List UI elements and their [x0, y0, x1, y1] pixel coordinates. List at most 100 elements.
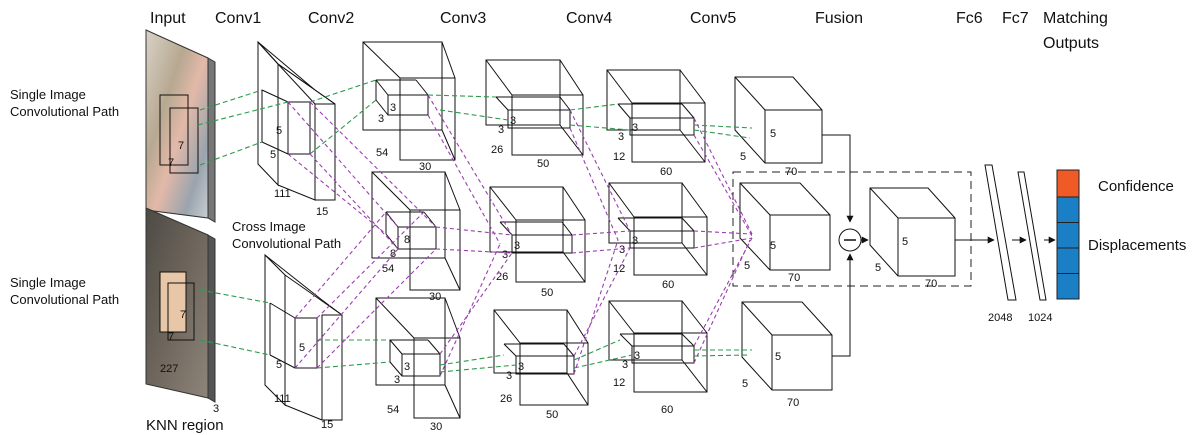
conv2-top-depth: 30: [419, 161, 431, 173]
conv3-top-block: [485, 59, 584, 156]
input-image-bottom: [145, 207, 216, 403]
conv2-top-block: [362, 41, 456, 161]
conv4-bottom-kernel: 3: [634, 350, 640, 362]
conv3-cross-kernel-2: 3: [502, 249, 508, 261]
single-path-connections: [197, 79, 753, 373]
fc6-layer: [984, 164, 1017, 301]
conv4-bottom-width: 12: [613, 377, 625, 389]
fusion-depth: 70: [925, 278, 937, 290]
conv5-bottom-depth: 70: [787, 397, 799, 409]
header-matching: Matching: [1043, 10, 1108, 27]
conv2-bottom-block: [375, 297, 461, 419]
header-fc7: Fc7: [1002, 10, 1029, 27]
conv1-top-depth: 15: [316, 206, 328, 218]
displacement-cell: [1056, 196, 1080, 223]
header-input: Input: [150, 10, 186, 27]
displacement-cell: [1056, 247, 1080, 274]
conv4-top-kernel-2: 3: [618, 131, 624, 143]
conv3-cross-width: 26: [496, 271, 508, 283]
confidence-cell: [1056, 169, 1080, 198]
minus-circle-icon: [838, 228, 862, 252]
conv4-cross-kernel-2: 3: [619, 244, 625, 256]
header-conv5: Conv5: [690, 10, 736, 27]
fusion-input-top-arrow: [822, 134, 854, 223]
conv3-bottom-depth: 50: [546, 409, 558, 421]
fc7-size: 1024: [1028, 312, 1052, 324]
fusion-input-bottom-arrow: [832, 253, 854, 357]
fusion-kernel-2: 5: [875, 262, 881, 274]
conv2-top-kernel: 3: [390, 102, 396, 114]
conv3-top-kernel: 3: [510, 115, 516, 127]
conv3-bottom-kernel-2: 3: [506, 370, 512, 382]
conv4-cross-kernel: 3: [632, 235, 638, 247]
header-conv1: Conv1: [215, 10, 261, 27]
fusion-kernel: 5: [902, 236, 908, 248]
input-bottom-size: 227: [160, 363, 178, 375]
conv5-bottom-block: [741, 301, 833, 391]
conv5-cross-block: [739, 182, 831, 271]
conv1-bottom-kernel-2: 5: [276, 359, 282, 371]
fusion-block: [869, 187, 956, 277]
conv1-top-width: 111: [274, 188, 291, 200]
conv5-top-block: [734, 76, 823, 164]
conv2-top-kernel-2: 3: [378, 113, 384, 125]
header-conv2: Conv2: [308, 10, 354, 27]
conv4-cross-block: [608, 182, 708, 276]
conv2-cross-kernel: 8: [404, 234, 410, 246]
fc6-size: 2048: [988, 312, 1012, 324]
input-top-kernel: 7: [178, 140, 184, 152]
conv1-bottom-block: [264, 253, 343, 421]
displacements-label: Displacements: [1088, 237, 1186, 254]
knn-region-label: KNN region: [146, 417, 224, 434]
conv5-top-kernel: 5: [770, 128, 776, 140]
conv4-top-block: [606, 69, 706, 163]
conv1-top-kernel-2: 5: [270, 149, 276, 161]
conv2-bottom-kernel: 3: [404, 361, 410, 373]
conv5-cross-kernel: 5: [770, 240, 776, 252]
conv1-top-block: [257, 40, 336, 201]
conv3-bottom-kernel: 3: [518, 361, 524, 373]
single-path-bottom-line2: Convolutional Path: [10, 292, 119, 307]
cross-path-connections: [287, 94, 753, 377]
displacement-cell: [1056, 273, 1080, 300]
matching-output-vector: [1056, 169, 1080, 300]
header-conv4: Conv4: [566, 10, 612, 27]
input-bottom-kernel-2: 7: [168, 331, 174, 343]
conv3-top-width: 26: [491, 144, 503, 156]
header-outputs: Outputs: [1043, 35, 1099, 52]
displacement-cell: [1056, 222, 1080, 249]
single-path-top-line1: Single Image: [10, 87, 86, 102]
conv1-bottom-width: 111: [274, 393, 291, 405]
header-fc6: Fc6: [956, 10, 983, 27]
conv3-cross-block: [489, 186, 586, 283]
cross-path-line2: Convolutional Path: [232, 236, 341, 251]
input-bottom-kernel: 7: [180, 309, 186, 321]
fusion-region-box: [732, 171, 972, 287]
input-image-top: [145, 29, 216, 223]
conv1-bottom-kernel: 5: [299, 342, 305, 354]
conv2-bottom-depth: 30: [430, 421, 442, 433]
conv5-cross-kernel-2: 5: [744, 260, 750, 272]
confidence-label: Confidence: [1098, 178, 1174, 195]
conv4-top-depth: 60: [660, 166, 672, 178]
conv4-cross-depth: 60: [662, 279, 674, 291]
conv4-bottom-block: [608, 300, 708, 393]
conv3-bottom-block: [493, 309, 589, 406]
conv3-bottom-width: 26: [500, 393, 512, 405]
conv4-top-kernel: 3: [632, 122, 638, 134]
conv3-cross-kernel: 3: [514, 240, 520, 252]
conv2-bottom-kernel-2: 3: [394, 374, 400, 386]
conv3-cross-depth: 50: [541, 287, 553, 299]
conv2-top-width: 54: [376, 147, 388, 159]
conv5-bottom-kernel: 5: [775, 351, 781, 363]
conv5-bottom-kernel-2: 5: [742, 378, 748, 390]
input-channels: 3: [213, 403, 219, 415]
cross-path-line1: Cross Image: [232, 219, 306, 234]
conv1-top-kernel: 5: [276, 125, 282, 137]
input-top-kernel-2: 7: [168, 157, 174, 169]
fc7-layer: [1017, 171, 1047, 301]
conv2-cross-block: [371, 171, 461, 291]
conv5-top-kernel-2: 5: [740, 151, 746, 163]
header-fusion: Fusion: [815, 10, 863, 27]
